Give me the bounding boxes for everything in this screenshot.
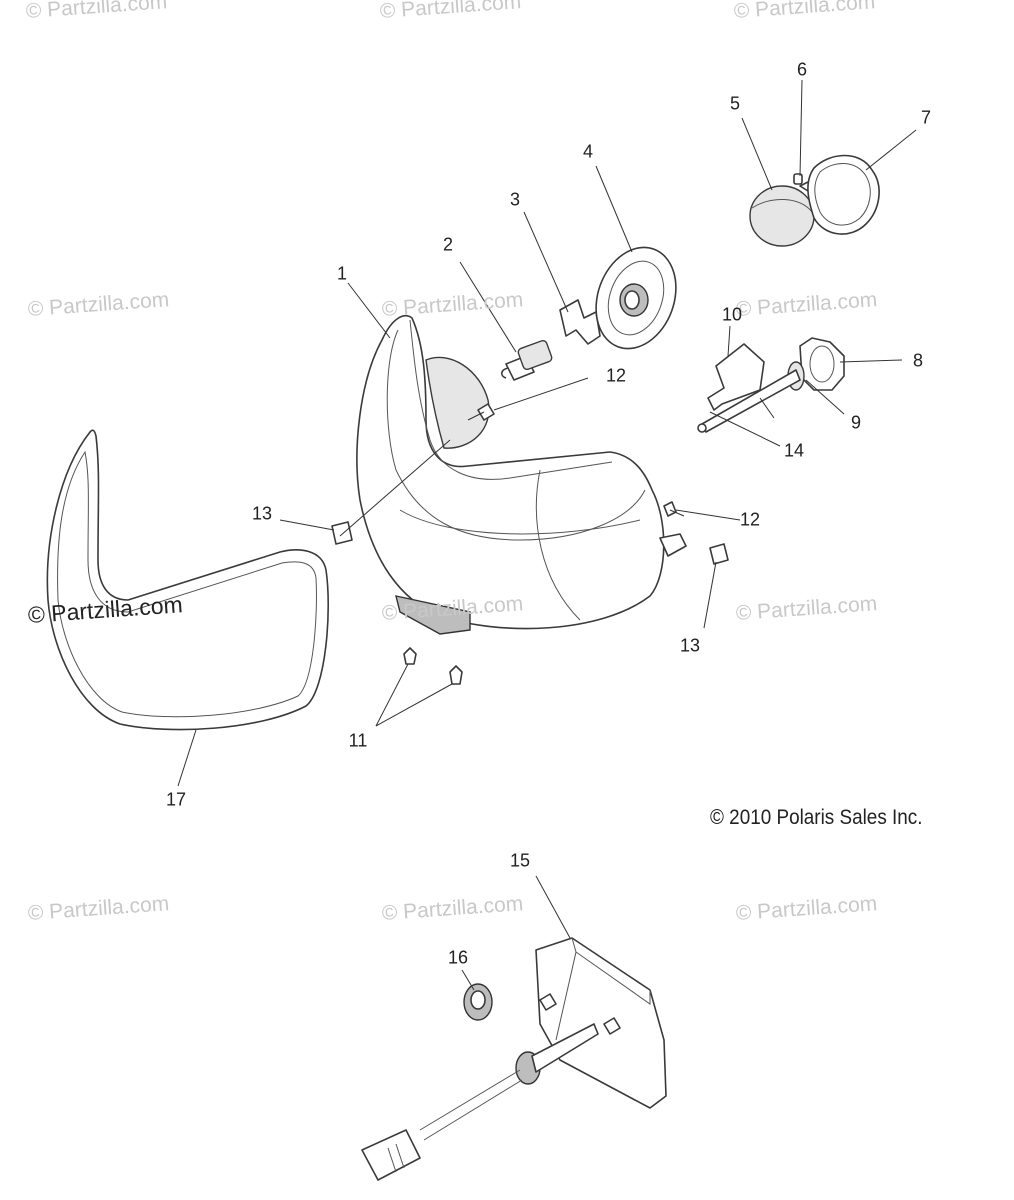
- part-1-headlight-housing[interactable]: [356, 315, 687, 635]
- callout-13-right[interactable]: 13: [679, 635, 701, 656]
- callout-15[interactable]: 15: [509, 850, 531, 871]
- part-12-screw-upper[interactable]: [467, 403, 495, 421]
- part-13-clip-nut-right[interactable]: [709, 543, 729, 565]
- callout-12-upper[interactable]: 12: [605, 365, 627, 386]
- part-7-gasket[interactable]: [807, 154, 880, 235]
- part-14-adjuster-rod[interactable]: [697, 369, 801, 433]
- part-5-dust-cap[interactable]: [749, 179, 817, 247]
- part-8-adjuster-knob[interactable]: [799, 337, 845, 391]
- part-17-gasket[interactable]: [46, 429, 330, 731]
- wire-harness[interactable]: [361, 1023, 599, 1181]
- part-12-screw-right[interactable]: [663, 501, 685, 517]
- part-2-bulb[interactable]: [500, 339, 553, 381]
- callout-14[interactable]: 14: [783, 440, 805, 461]
- part-6-pin[interactable]: [793, 173, 803, 185]
- callout-17[interactable]: 17: [165, 789, 187, 810]
- callout-4[interactable]: 4: [582, 141, 594, 162]
- part-16-grommet[interactable]: [463, 983, 493, 1021]
- part-15-module-box[interactable]: [535, 937, 667, 1109]
- part-10-bracket[interactable]: [707, 343, 765, 411]
- callout-11[interactable]: 11: [348, 730, 368, 751]
- callout-2[interactable]: 2: [442, 234, 454, 255]
- part-11-screws[interactable]: [403, 647, 463, 685]
- callout-10[interactable]: 10: [721, 304, 743, 325]
- callout-1[interactable]: 1: [336, 263, 348, 284]
- callout-3[interactable]: 3: [509, 189, 521, 210]
- part-3-clip[interactable]: [559, 299, 601, 345]
- leader-lines: [177, 79, 917, 991]
- copyright-notice: © 2010 Polaris Sales Inc.: [710, 806, 923, 829]
- callout-16[interactable]: 16: [447, 947, 469, 968]
- callout-13-left[interactable]: 13: [251, 503, 273, 524]
- callout-6[interactable]: 6: [796, 59, 808, 80]
- part-13-clip-nut-left[interactable]: [331, 521, 353, 545]
- callout-12-right[interactable]: 12: [739, 509, 761, 530]
- callout-7[interactable]: 7: [920, 107, 932, 128]
- callout-8[interactable]: 8: [912, 350, 924, 371]
- callout-9[interactable]: 9: [850, 412, 862, 433]
- part-4-reflector[interactable]: [583, 236, 690, 360]
- callout-5[interactable]: 5: [729, 93, 741, 114]
